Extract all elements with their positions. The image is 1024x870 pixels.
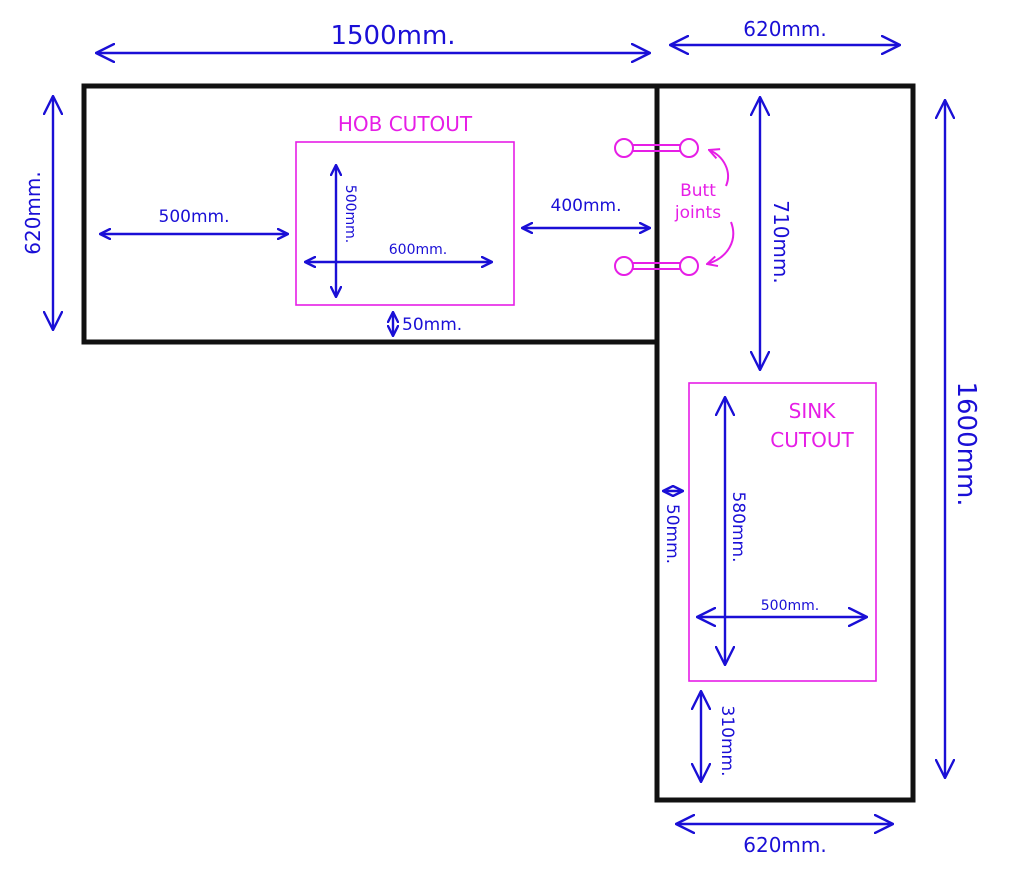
sink-width-label: 500mm. (761, 598, 819, 614)
butt-joint-pointer-bottom (707, 221, 735, 264)
top-right-width-label: 620mm. (743, 17, 827, 41)
hob-height-label: 500mm. (342, 185, 358, 243)
sink-cutout-label-line2: CUTOUT (770, 428, 854, 452)
butt-joint-bolt-bottom (614, 256, 699, 276)
hob-bottom-offset-label: 50mm. (402, 315, 462, 335)
hob-cutout (295, 141, 515, 306)
butt-joints-label-line1: Butt (680, 181, 716, 201)
sink-cutout (688, 382, 877, 682)
hob-width-label: 600mm. (389, 242, 447, 258)
hob-cutout-label: HOB CUTOUT (338, 112, 473, 136)
butt-joints-label-line2: joints (674, 203, 721, 223)
hob-left-offset-label: 500mm. (159, 207, 230, 227)
sink-bottom-offset-label: 310mm. (717, 706, 737, 777)
worktop-right-section (654, 83, 916, 803)
butt-joint-bolt-top (614, 138, 699, 158)
sink-top-offset-label: 710mm. (769, 200, 793, 284)
bottom-width-label: 620mm. (743, 833, 827, 857)
left-height-label: 620mm. (21, 171, 45, 255)
sink-left-offset-label: 50mm. (662, 504, 682, 564)
sink-cutout-label-line1: SINK (789, 399, 837, 423)
right-height-label: 1600mm. (951, 381, 981, 506)
hob-right-offset-label: 400mm. (551, 196, 622, 216)
butt-joint-pointer-top (709, 150, 729, 187)
sink-height-label: 580mm. (728, 492, 748, 563)
top-width-label: 1500mm. (330, 21, 455, 51)
